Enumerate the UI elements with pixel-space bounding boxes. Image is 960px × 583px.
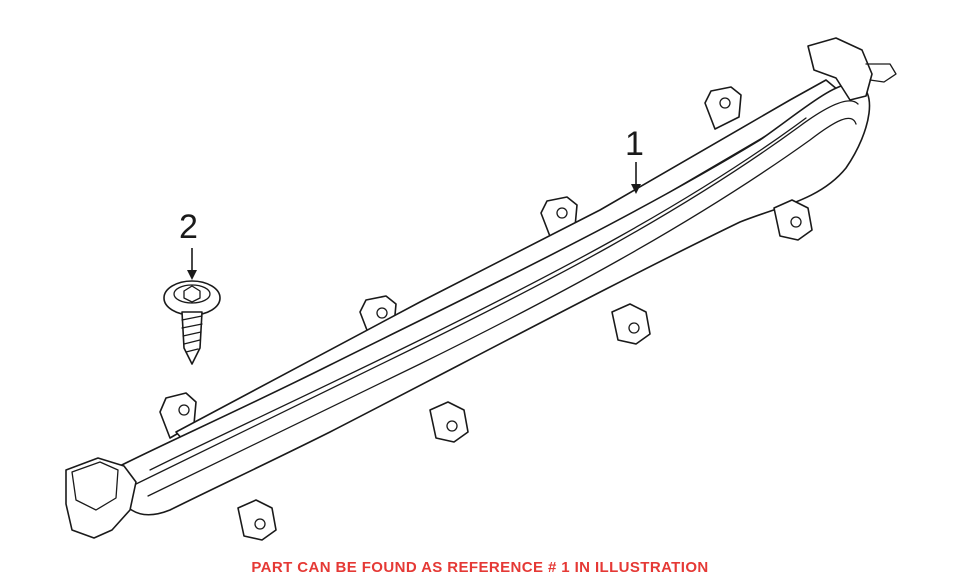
light-bar-part [65,37,897,541]
callout-1-leader [631,162,641,194]
reference-caption: PART CAN BE FOUND AS REFERENCE # 1 IN IL… [251,559,709,576]
callout-number-2: 2 [179,208,198,246]
mounting-tab [773,199,813,241]
callout-2-leader [187,248,197,280]
left-end-cap [65,457,137,539]
screw-part [163,280,221,365]
right-end-cap [807,37,873,101]
light-bar-body [111,82,871,516]
callout-number-1: 1 [625,125,644,163]
